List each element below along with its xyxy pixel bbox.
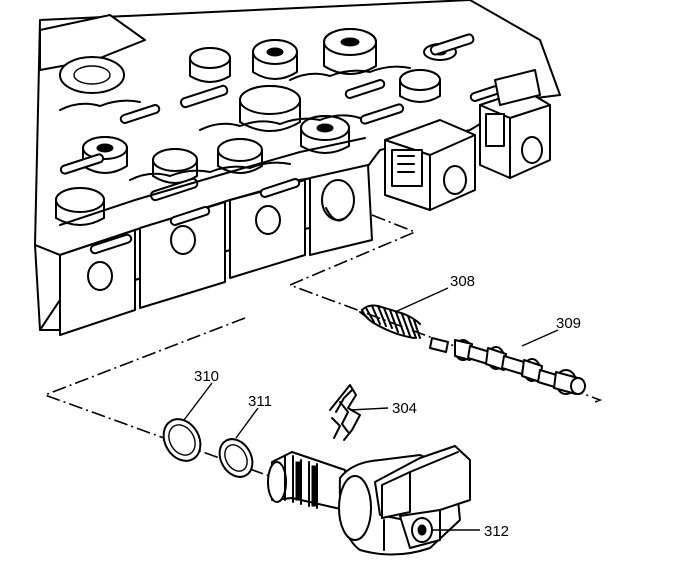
label-310: 310: [194, 368, 219, 385]
casting-spool-rows: [59, 65, 411, 226]
label-304: 304: [392, 400, 417, 417]
seal-310: [162, 418, 202, 462]
solenoid-312: [267, 445, 471, 556]
mounted-solenoids: [384, 69, 551, 211]
spring-308: [359, 304, 421, 339]
label-309: 309: [556, 315, 581, 332]
valve-309: [429, 337, 586, 395]
leader-lines: [183, 287, 559, 531]
callout-labels: 308 309 310 311 304 312: [194, 273, 581, 540]
seal-311: [218, 438, 254, 478]
label-312: 312: [484, 523, 509, 540]
valve-body-casting: [34, 0, 561, 336]
label-311: 311: [248, 393, 272, 410]
retainer-clip-304: [329, 384, 361, 441]
label-308: 308: [450, 273, 475, 290]
